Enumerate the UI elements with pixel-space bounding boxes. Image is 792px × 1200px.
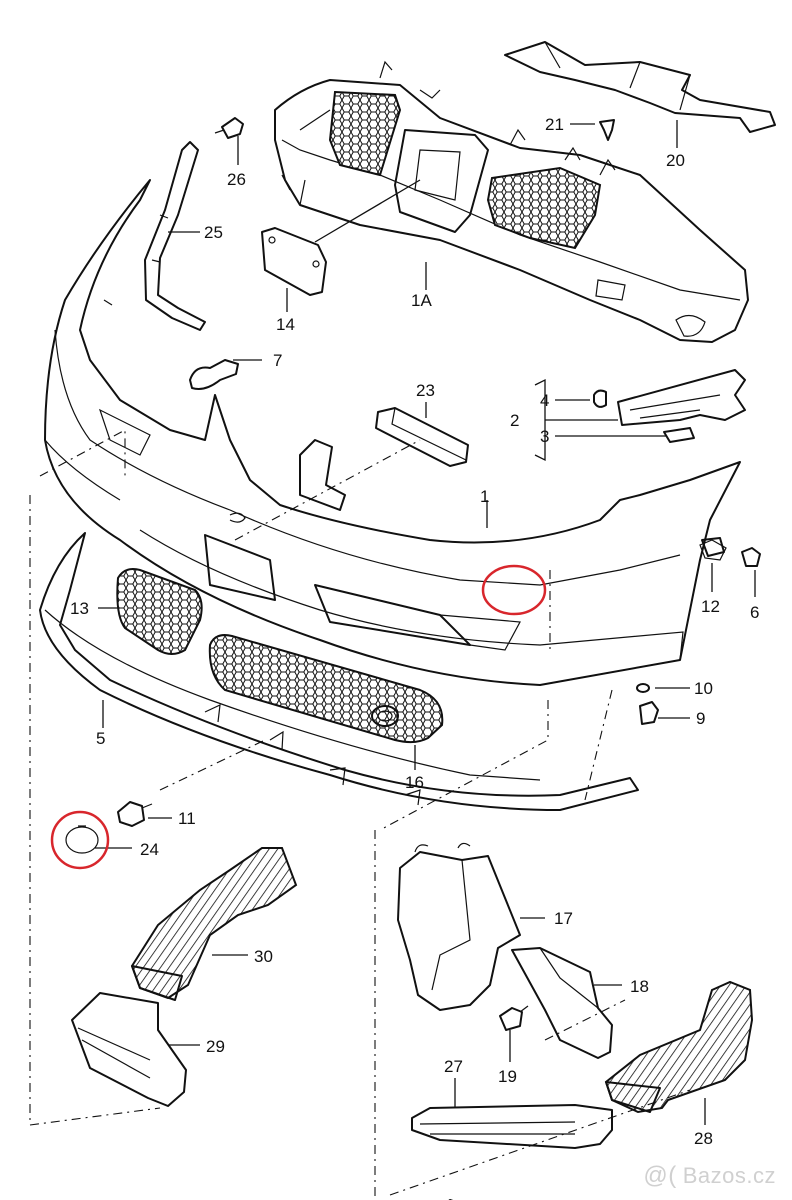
callout-4: 4 bbox=[540, 391, 549, 410]
site-watermark: @(Bazos.cz bbox=[643, 1162, 776, 1190]
watermark-symbol: @( bbox=[643, 1162, 677, 1189]
callout-17: 17 bbox=[554, 909, 573, 928]
callout-1a: 1A bbox=[411, 291, 432, 310]
callout-12: 12 bbox=[701, 597, 720, 616]
reference-lines bbox=[29, 429, 691, 1200]
highlight-circle-lower bbox=[50, 810, 110, 870]
callout-1: 1 bbox=[480, 487, 489, 506]
callout-9: 9 bbox=[696, 709, 705, 728]
bracket-part-20 bbox=[504, 41, 776, 133]
callout-27: 27 bbox=[444, 1057, 463, 1076]
callout-5: 5 bbox=[96, 729, 105, 748]
bumper-carrier-part-1a bbox=[274, 60, 749, 343]
callout-19: 19 bbox=[498, 1067, 517, 1086]
spoiler-part-5 bbox=[39, 532, 639, 811]
callout-16: 16 bbox=[405, 773, 424, 792]
screw-part-26 bbox=[214, 117, 244, 139]
grille-part-16 bbox=[208, 634, 444, 744]
callout-20: 20 bbox=[666, 151, 685, 170]
callout-18: 18 bbox=[630, 977, 649, 996]
callout-3: 3 bbox=[540, 427, 549, 446]
callout-23: 23 bbox=[416, 381, 435, 400]
callout-10: 10 bbox=[694, 679, 713, 698]
duct-part-30 bbox=[130, 847, 298, 1001]
callout-11: 11 bbox=[178, 809, 196, 828]
callout-7: 7 bbox=[273, 351, 282, 370]
block-part-23 bbox=[375, 407, 469, 467]
clip-part-21 bbox=[599, 119, 615, 141]
plate-part-14 bbox=[261, 227, 327, 296]
bracket-part-2 bbox=[593, 369, 746, 443]
screw-part-11 bbox=[117, 801, 153, 827]
cap-part-24 bbox=[65, 825, 99, 854]
callout-28: 28 bbox=[694, 1129, 713, 1148]
callout-13: 13 bbox=[70, 599, 89, 618]
screw-part-9 bbox=[639, 701, 659, 725]
screw-part-19 bbox=[499, 1005, 529, 1031]
callout-25: 25 bbox=[204, 223, 223, 242]
duct-part-17 bbox=[397, 842, 521, 1011]
screw-part-6 bbox=[741, 547, 761, 567]
callout-14: 14 bbox=[276, 315, 295, 334]
grille-part-13 bbox=[116, 568, 203, 655]
callout-30: 30 bbox=[254, 947, 273, 966]
callout-labels: 1 1A 2 3 4 5 6 7 9 10 11 12 13 14 16 17 … bbox=[70, 115, 759, 1148]
duct-part-28 bbox=[604, 980, 754, 1114]
duct-part-29 bbox=[71, 992, 187, 1107]
clip-part-12 bbox=[701, 537, 725, 557]
callout-24: 24 bbox=[140, 840, 159, 859]
guide-part-25 bbox=[144, 141, 206, 331]
washer-part-10 bbox=[636, 683, 650, 693]
callout-2: 2 bbox=[510, 411, 519, 430]
duct-part-27 bbox=[411, 1104, 613, 1149]
watermark-text: Bazos.cz bbox=[682, 1163, 776, 1188]
callout-21: 21 bbox=[545, 115, 564, 134]
callout-26: 26 bbox=[227, 170, 246, 189]
highlight-circle-upper bbox=[481, 564, 547, 616]
callout-29: 29 bbox=[206, 1037, 225, 1056]
bulb-part-7 bbox=[189, 359, 239, 390]
bumper-cover-part-1 bbox=[44, 109, 741, 686]
leader-lines bbox=[95, 120, 756, 1125]
callout-6: 6 bbox=[750, 603, 759, 622]
duct-part-18 bbox=[511, 947, 613, 1059]
